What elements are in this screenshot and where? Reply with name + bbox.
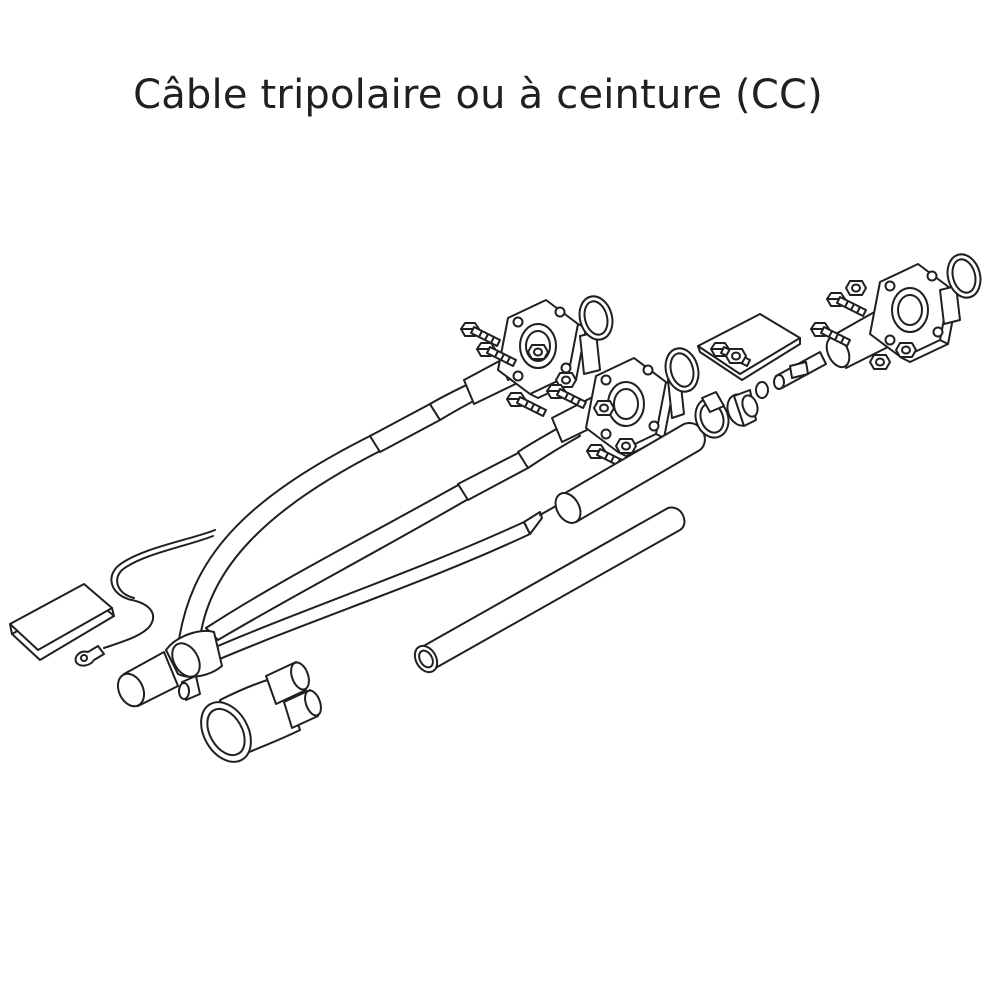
small-connector-sleeve: [178, 675, 201, 701]
cable-breakout-boot: [165, 630, 223, 678]
washer: [755, 381, 769, 399]
instruction-sheet: [9, 583, 115, 661]
o-ring-seal: [578, 253, 982, 393]
separable-connector-3: [810, 263, 961, 370]
ground-braid-with-lug: [74, 529, 216, 667]
separable-connector-1: [460, 299, 601, 417]
contact-pin: [773, 351, 827, 390]
bolt-kit-bag: [697, 313, 801, 381]
hose-clamp: [694, 391, 730, 439]
insulation-tube: [554, 421, 706, 524]
long-insulation-tube: [413, 506, 686, 674]
cable-end-cap: [116, 651, 179, 708]
page-title: Câble tripolaire ou à ceinture (CC): [133, 72, 823, 118]
spare-breakout-boot: [200, 661, 322, 763]
stress-cone: [726, 389, 759, 427]
